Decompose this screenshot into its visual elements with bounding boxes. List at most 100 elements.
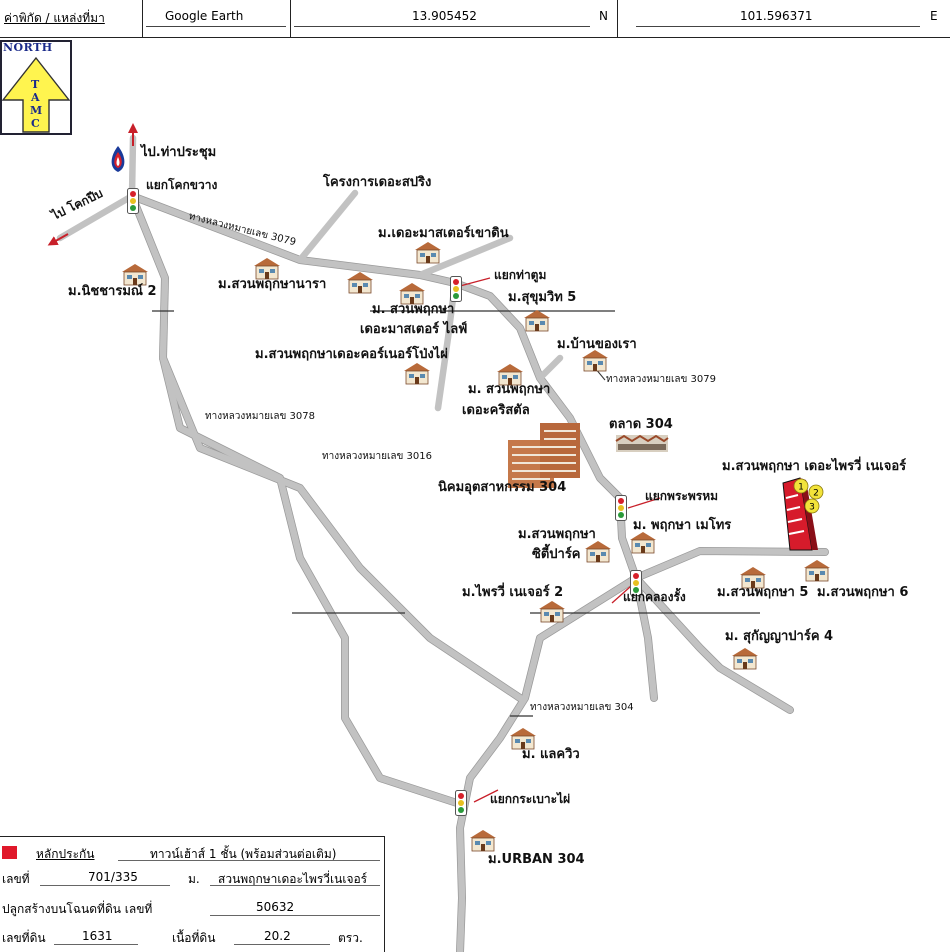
unit-marker-2 <box>808 484 824 500</box>
label-sukhumvit5: ม.สุขุมวิท 5 <box>508 290 577 305</box>
house-icon <box>740 567 766 589</box>
legend-village-label: ม. <box>188 872 200 886</box>
coordinate-source-value: Google Earth <box>165 9 244 23</box>
market-image <box>615 434 669 452</box>
north-letter-t: T <box>31 78 40 91</box>
house-icon <box>585 541 611 563</box>
label-road-3016: ทางหลวงหมายเลข 3016 <box>322 451 432 462</box>
road-sukhumvit5 <box>536 354 564 382</box>
legend-village-value: สวนพฤกษาเดอะไพรวี่เนเจอร์ <box>218 872 368 886</box>
unit-marker-2-text: 2 <box>813 489 819 499</box>
legend-land-no-value: 1631 <box>82 929 113 943</box>
latitude-direction: N <box>599 9 608 23</box>
north-letter-c: C <box>31 117 40 130</box>
north-arrow-icon <box>1 56 71 133</box>
house-icon <box>470 830 496 852</box>
label-suanphruksa-master-1: ม. สวนพฤกษา <box>372 302 455 317</box>
road-to-thaprachum <box>128 134 137 200</box>
traffic-light-icon <box>127 188 139 214</box>
house-icon <box>497 364 523 386</box>
longitude-value: 101.596371 <box>740 9 813 23</box>
label-subject-title: ม.สวนพฤกษา เดอะไพรวี่ เนเจอร์ <box>722 459 907 474</box>
label-crystal-1: ม. สวนพฤกษา <box>468 382 551 397</box>
legend-collateral-label: หลักประกัน <box>36 847 95 861</box>
label-suanphruksa5: ม.สวนพฤกษา 5 <box>717 585 809 600</box>
label-suanphruksa-nara: ม.สวนพฤกษานารา <box>218 277 327 292</box>
label-city-park-1: ม.สวนพฤกษา <box>518 527 596 542</box>
label-project-spring: โครงการเดอะสปริง <box>323 175 432 190</box>
roads <box>56 134 829 952</box>
label-yaek-thatum: แยกท่าตูม <box>494 268 547 282</box>
label-privy2: ม.ไพรวี่ เนเจอร์ 2 <box>462 585 564 600</box>
road-3079-south <box>451 279 640 582</box>
ptt-station-icon <box>111 146 125 172</box>
road-to-spring <box>296 189 359 264</box>
legend-no-label: เลขที่ <box>2 872 30 886</box>
road-to-master-khaodin <box>416 234 514 279</box>
road-to-subject <box>632 547 829 582</box>
coordinate-header: ค่าพิกัด / แหล่งที่มา Google Earth 13.90… <box>0 0 950 38</box>
industrial-estate-icon <box>508 423 580 488</box>
traffic-light-icon <box>450 276 462 302</box>
unit-marker-1-text: 1 <box>798 483 804 493</box>
label-suanphruksa-master-2: เดอะมาสเตอร์ ไลฟ์ <box>360 322 468 337</box>
house-icon <box>347 272 373 294</box>
label-bankhongrao: ม.บ้านของเรา <box>557 337 637 352</box>
traffic-light-icon <box>630 570 642 596</box>
house-icon <box>404 363 430 385</box>
house-icon <box>732 648 758 670</box>
legend-area-label: เนื้อที่ดิน <box>172 931 216 945</box>
longitude-direction: E <box>930 9 938 23</box>
road-to-khokpip <box>56 192 136 242</box>
road-3079 <box>128 192 459 287</box>
road-304 <box>456 574 640 952</box>
label-road-3078: ทางหลวงหมายเลข 3078 <box>205 411 315 422</box>
house-icon <box>582 350 608 372</box>
label-nichcharmani2: ม.นิชชารมณ์ 2 <box>68 284 157 299</box>
house-icon <box>510 728 536 750</box>
road-3016 <box>128 192 524 702</box>
label-urban304: ม.URBAN 304 <box>488 852 585 867</box>
traffic-light-icon <box>615 495 627 521</box>
road-3078 <box>159 354 464 808</box>
subject-building-icon <box>782 477 818 551</box>
house-icon <box>630 532 656 554</box>
north-letter-m: M <box>30 104 43 117</box>
unit-marker-3-text: 3 <box>809 503 815 513</box>
road-khlongrang-south <box>632 574 658 702</box>
label-to-thaprachum: ไป.ท่าประชุม <box>141 145 217 160</box>
label-suanphruksa-corner: ม.สวนพฤกษาเดอะคอร์เนอร์โป่งไผ่ <box>255 347 448 362</box>
road-network <box>47 123 829 952</box>
label-yaek-khlongrang: แยกคลองรั้ง <box>623 590 686 604</box>
legend-no-value: 701/335 <box>88 870 138 884</box>
north-letter-a: A <box>31 91 40 104</box>
label-road-304: ทางหลวงหมายเลข 304 <box>530 702 634 713</box>
label-yaek-khokkhwang: แยกโคกขวาง <box>146 178 218 192</box>
label-master-khaodin: ม.เดอะมาสเตอร์เขาดิน <box>378 226 509 241</box>
legend-area-unit: ตรว. <box>338 931 363 945</box>
label-yaek-phraphrom: แยกพระพรหม <box>645 489 719 503</box>
legend-type-value: ทาวน์เฮ้าส์ 1 ชั้น (พร้อมส่วนต่อเติม) <box>150 847 337 861</box>
house-icon <box>122 264 148 286</box>
north-arrow: NORTH T A M C <box>0 40 72 135</box>
latitude-value: 13.905452 <box>412 9 477 23</box>
legend-deed-value: 50632 <box>256 900 295 914</box>
legend-land-no-label: เลขที่ดิน <box>2 931 46 945</box>
house-icon <box>804 560 830 582</box>
house-icon <box>539 601 565 623</box>
north-label: NORTH <box>3 41 53 54</box>
label-yaek-krabaophai: แยกกระเบาะไผ่ <box>490 792 571 806</box>
legend-area-value: 20.2 <box>264 929 291 943</box>
label-suanphruksa6: ม.สวนพฤกษา 6 <box>817 585 909 600</box>
label-industrial-304: นิคมอุตสาหกรรม 304 <box>438 480 567 495</box>
house-icon <box>399 283 425 305</box>
road-map: 1 2 3 ไป.ท่าประชุม ไป โคกปีบ แยกโคกขวาง … <box>0 38 950 952</box>
label-crystal-2: เดอะคริสตัล <box>462 403 530 418</box>
label-suanphruksa-metro: ม. พฤกษา เมโทร <box>633 518 732 533</box>
unit-marker-3 <box>804 498 820 514</box>
traffic-light-icon <box>455 790 467 816</box>
collateral-legend: หลักประกัน ทาวน์เฮ้าส์ 1 ชั้น (พร้อมส่วน… <box>0 836 385 952</box>
coordinate-source-label: ค่าพิกัด / แหล่งที่มา <box>4 11 105 25</box>
label-city-park-2: ซิตี้ปาร์ค <box>532 547 581 562</box>
